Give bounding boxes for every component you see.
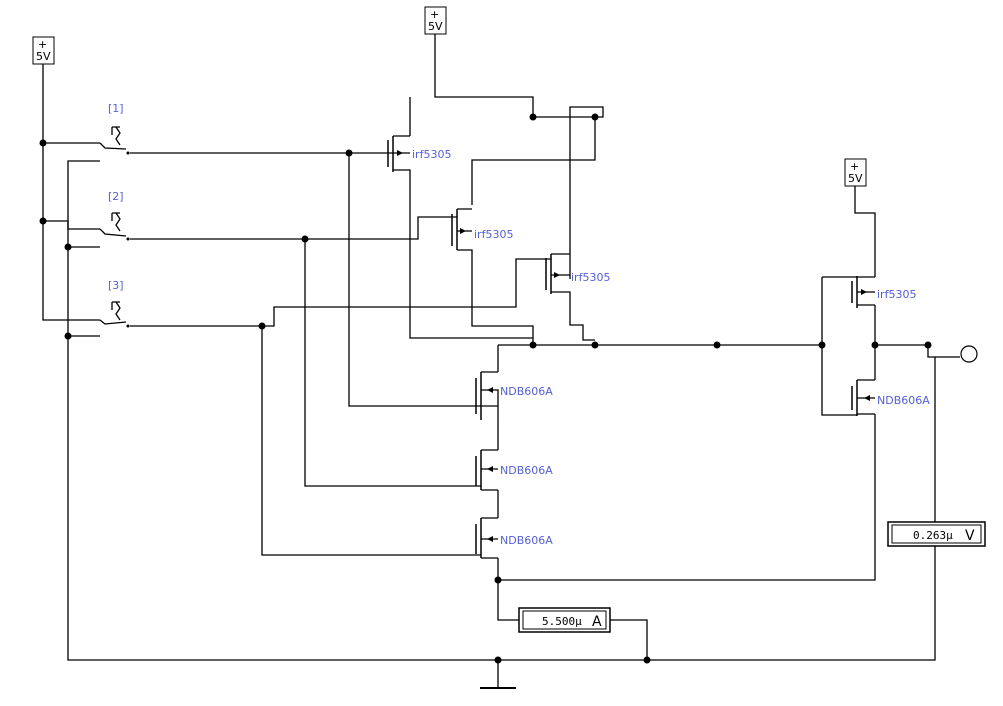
voltmeter[interactable]: 0.263µ V bbox=[887, 521, 986, 547]
output-probe[interactable] bbox=[960, 345, 978, 363]
vcc-left-source[interactable]: + 5V bbox=[32, 36, 55, 65]
nmos-1-label: NDB606A bbox=[500, 385, 553, 398]
voltmeter-unit: V bbox=[965, 528, 975, 544]
vcc-top-plus: + bbox=[430, 8, 439, 21]
pmos-4[interactable]: irf5305 bbox=[851, 276, 916, 308]
nmos-3[interactable]: NDB606A bbox=[475, 517, 553, 559]
ammeter-unit: A bbox=[592, 614, 602, 630]
switch-3-key: [3] bbox=[108, 279, 124, 292]
pmos-3[interactable]: irf5305 bbox=[545, 253, 610, 294]
vcc-top-label: 5V bbox=[428, 20, 443, 33]
voltmeter-value: 0.263µ bbox=[913, 529, 953, 542]
junction-dots bbox=[39, 113, 932, 664]
nmos-2[interactable]: NDB606A bbox=[475, 449, 553, 491]
pmos-1-label: irf5305 bbox=[412, 148, 451, 161]
ammeter-value: 5.500µ bbox=[542, 615, 582, 628]
pmos-4-label: irf5305 bbox=[877, 288, 916, 301]
pmos-2[interactable]: irf5305 bbox=[451, 208, 513, 250]
nmos-4-label: NDB606A bbox=[877, 394, 930, 407]
switch-2[interactable]: [2] bbox=[99, 190, 130, 241]
nmos-1[interactable]: NDB606A bbox=[475, 371, 553, 420]
switch-3[interactable]: [3] bbox=[99, 279, 130, 328]
vcc-right-source[interactable]: + 5V bbox=[844, 158, 867, 187]
pmos-3-label: irf5305 bbox=[571, 271, 610, 284]
ammeter[interactable]: 5.500µ A bbox=[518, 607, 611, 633]
vcc-top-source[interactable]: + 5V bbox=[424, 6, 447, 35]
vcc-left-label: 5V bbox=[36, 50, 51, 63]
switch-2-key: [2] bbox=[108, 190, 124, 203]
nmos-4[interactable]: NDB606A bbox=[851, 379, 930, 416]
pmos-1[interactable]: irf5305 bbox=[387, 135, 451, 172]
wiring bbox=[42, 34, 960, 688]
switch-1-key: [1] bbox=[108, 102, 124, 115]
vcc-right-label: 5V bbox=[848, 172, 863, 185]
pmos-2-label: irf5305 bbox=[474, 228, 513, 241]
vcc-left-plus: + bbox=[38, 38, 47, 51]
nmos-2-label: NDB606A bbox=[500, 464, 553, 477]
vcc-right-plus: + bbox=[850, 160, 859, 173]
switch-1[interactable]: [1] bbox=[99, 102, 130, 155]
nmos-3-label: NDB606A bbox=[500, 534, 553, 547]
